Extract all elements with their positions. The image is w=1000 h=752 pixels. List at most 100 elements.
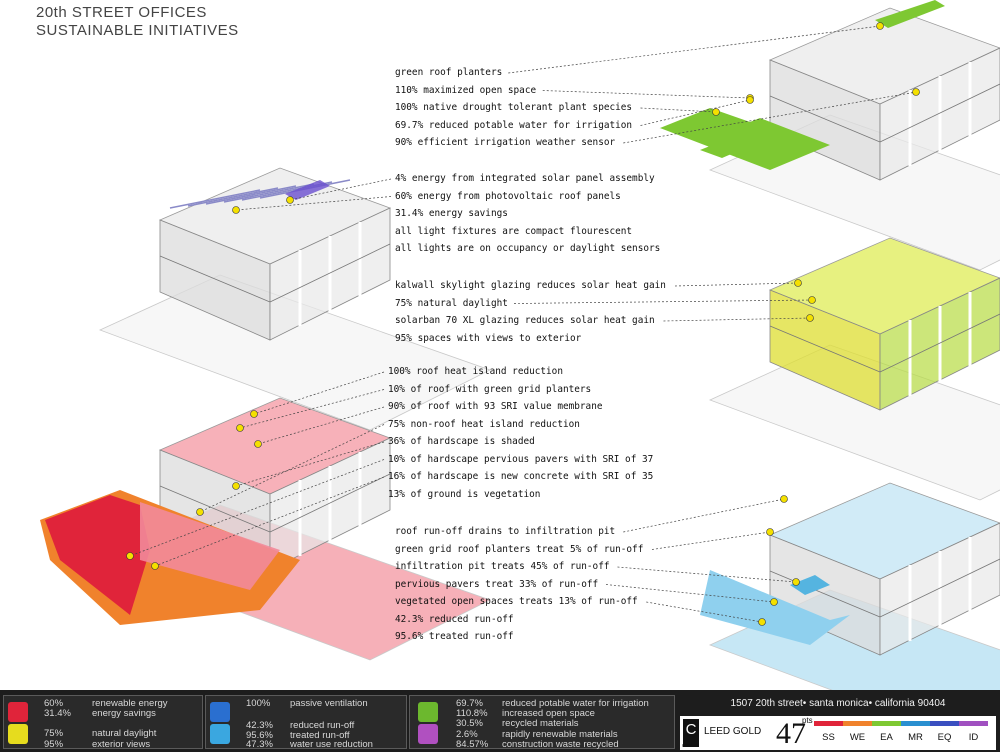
leader-dot: [254, 440, 262, 448]
leader-line: [542, 90, 751, 99]
solar-panel: [187, 187, 279, 207]
leed-category-label: MR: [908, 732, 923, 743]
leader-dot: [806, 314, 814, 322]
leed-bar-segment: [814, 721, 843, 726]
callout-daylight: 75% natural daylight: [395, 297, 508, 309]
leader-line: [651, 531, 771, 550]
leed-bar-segment: [930, 721, 959, 726]
title-line-1: 20th STREET OFFICES: [36, 4, 207, 21]
floor-line: [769, 325, 881, 373]
stat-label: increased open space: [502, 708, 595, 719]
stat-label: rapidly renewable materials: [502, 729, 618, 740]
page-title: 20th STREET OFFICES SUSTAINABLE INITIATI…: [36, 4, 239, 40]
leader-dot: [232, 206, 240, 214]
floor-line: [879, 83, 1000, 143]
stat-label: construction waste recycled: [502, 739, 619, 750]
callout-energy: 31.4% energy savings: [395, 208, 508, 219]
building-energy: [98, 167, 492, 431]
leader-dot: [250, 410, 258, 418]
leader-dot: [151, 562, 159, 570]
leed-category-label: EQ: [937, 732, 952, 743]
leader-line: [640, 107, 717, 113]
stat-value: 2.6%: [456, 729, 478, 740]
solar-pin-icon: [8, 702, 28, 722]
leader-dot: [912, 88, 920, 96]
stat-value: 95%: [44, 739, 64, 750]
project-address: 1507 20th street• santa monica• californ…: [730, 698, 946, 709]
diagram-canvas: [40, 0, 1000, 690]
callout-daylight: 95% spaces with views to exterior: [395, 332, 582, 344]
callout-heat: 10% of roof with green grid planters: [388, 383, 592, 395]
leed-category-label: WE: [849, 732, 866, 743]
wind-icon: [210, 702, 230, 722]
stat-value: 100%: [246, 698, 271, 709]
leader-dot: [792, 578, 800, 586]
leed-category-label: SS: [822, 732, 835, 743]
leed-category-label: EA: [880, 732, 893, 743]
stat-value: 75%: [44, 728, 64, 739]
floor-line: [769, 570, 881, 618]
callout-energy: 60% energy from photovoltaic roof panels: [395, 190, 621, 202]
leed-rating: LEED GOLD: [704, 726, 762, 737]
leader-line: [674, 282, 799, 287]
leader-dot: [794, 279, 802, 287]
callout-runoff: roof run-off drains to infiltration pit: [395, 526, 616, 537]
callout-heat: 75% non-roof heat island reduction: [388, 418, 580, 430]
title-line-2: SUSTAINABLE INITIATIVES: [36, 22, 239, 39]
callout-water: 69.7% reduced potable water for irrigati…: [395, 119, 633, 131]
callout-heat: 36% of hardscape is shaded: [388, 436, 535, 447]
leader-line: [289, 178, 392, 201]
sun-icon: [8, 724, 28, 744]
leader-dot: [196, 508, 204, 516]
leader-dot: [758, 618, 766, 626]
callout-runoff: infiltration pit treats 45% of run-off: [395, 561, 610, 572]
stat-value: 31.4%: [44, 708, 71, 719]
footer-cell-water: [205, 695, 407, 749]
building-daylight: [708, 237, 1000, 501]
leader-dot: [808, 296, 816, 304]
leader-dot: [766, 528, 774, 536]
stat-label: passive ventilation: [290, 698, 368, 709]
leader-dot: [232, 482, 240, 490]
callout-water: 90% efficient irrigation weather sensor: [395, 137, 616, 148]
leader-line: [239, 389, 385, 429]
floor-line: [879, 558, 1000, 618]
stat-value: 42.3%: [246, 720, 273, 731]
floor-line: [159, 485, 271, 533]
stat-label: reduced run-off: [290, 720, 355, 731]
building-water: [650, 0, 1000, 271]
water-drop-icon: [210, 724, 230, 744]
callout-runoff: vegetated open spaces treats 13% of run-…: [395, 596, 638, 607]
leader-line: [257, 406, 385, 445]
pv-panels: [285, 180, 330, 200]
stat-value: 30.5%: [456, 718, 483, 729]
callout-water: 110% maximized open space: [395, 84, 537, 96]
leed-bar-segment: [872, 721, 901, 726]
planter-strip: [700, 138, 750, 158]
solar-panel: [205, 185, 297, 205]
cred-logo-label: cred: [682, 743, 692, 749]
callout-heat: 90% of roof with 93 SRI value membrane: [388, 401, 603, 412]
leed-bar-segment: [959, 721, 988, 726]
solar-panel: [169, 189, 261, 209]
callout-water: green roof planters: [395, 67, 503, 78]
leader-line: [508, 25, 881, 74]
callout-runoff: pervious pavers treat 33% of run-off: [395, 578, 599, 590]
planted-area: [650, 108, 830, 170]
stat-value: 110.8%: [456, 708, 488, 719]
building-runoff: [700, 482, 1000, 690]
leed-points: 47: [776, 717, 806, 750]
leader-line: [129, 459, 385, 557]
leader-dot: [746, 96, 754, 104]
leader-line: [235, 441, 385, 487]
callout-heat: 13% of ground is vegetation: [388, 488, 541, 500]
callout-daylight: solarban 70 XL glazing reduces solar hea…: [395, 315, 655, 326]
callout-water: 100% native drought tolerant plant speci…: [395, 102, 633, 113]
leader-lines: [126, 22, 920, 626]
cred-logo-letter: C: [685, 721, 697, 738]
leed-bar-segment: [901, 721, 930, 726]
leader-line: [646, 601, 763, 623]
leader-dot: [780, 495, 788, 503]
building-diagrams: [40, 0, 1000, 690]
